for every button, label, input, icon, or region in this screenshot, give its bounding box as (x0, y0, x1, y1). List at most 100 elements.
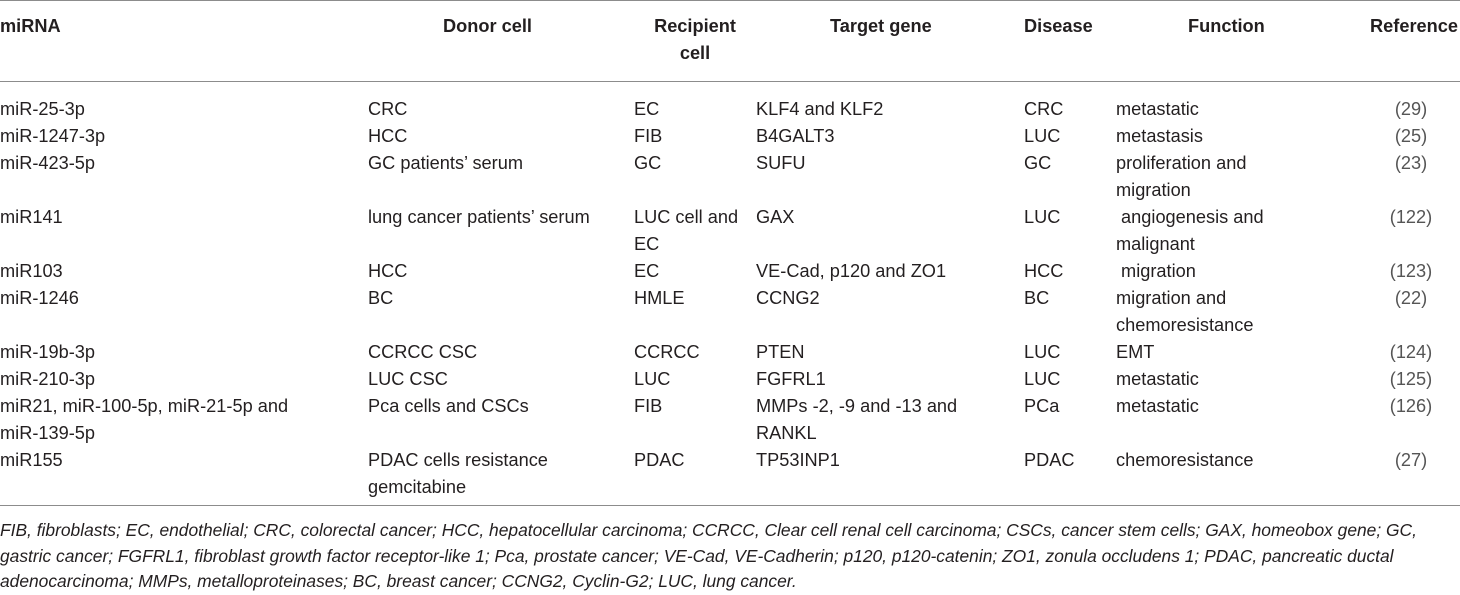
header-recipient-line1: Recipient (654, 16, 736, 36)
cell-function: metastatic (1116, 366, 1334, 393)
cell-recipient-cell-line: LUC cell and (634, 207, 739, 227)
header-recipient-line2: cell (679, 43, 711, 63)
cell-donor-cell-line: LUC CSC (368, 369, 448, 389)
cell-donor-cell: GC patients’ serum (368, 150, 634, 204)
table-footnote: FIB, fibroblasts; EC, endothelial; CRC, … (0, 518, 1460, 595)
cell-target-gene: GAX (756, 204, 1024, 258)
cell-target-gene: FGFRL1 (756, 366, 1024, 393)
cell-recipient-cell-line: FIB (634, 126, 663, 146)
cell-donor-cell-line: BC (368, 288, 394, 308)
cell-function-line: metastasis (1116, 126, 1203, 146)
cell-mirna-line: miR-1247-3p (0, 126, 106, 146)
cell-reference: (27) (1394, 450, 1428, 470)
cell-recipient-cell-line: EC (634, 234, 660, 254)
cell-disease: LUC (1024, 126, 1061, 146)
cell-recipient-cell-line: EC (634, 261, 660, 281)
cell-function-line: metastatic (1116, 396, 1199, 416)
cell-disease: LUC (1024, 342, 1061, 362)
cell-recipient-cell-line: FIB (634, 396, 663, 416)
cell-target-gene-line: FGFRL1 (756, 369, 826, 389)
cell-disease: LUC (1024, 207, 1061, 227)
cell-donor-cell-line: CRC (368, 99, 408, 119)
cell-disease: CRC (1024, 99, 1064, 119)
cell-target-gene-line: CCNG2 (756, 288, 820, 308)
cell-target-gene-line: SUFU (756, 153, 806, 173)
cell-target-gene: B4GALT3 (756, 123, 1024, 150)
cell-recipient-cell: HMLE (634, 285, 756, 339)
cell-recipient-cell: LUC (634, 366, 756, 393)
footnote-line: adenocarcinoma; MMPs, metalloproteinases… (0, 571, 797, 591)
cell-reference: (126) (1389, 396, 1433, 416)
cell-function: angiogenesis and malignant (1116, 204, 1334, 258)
cell-donor-cell: Pca cells and CSCs (368, 393, 634, 447)
cell-donor-cell-line: HCC (368, 261, 408, 281)
footnote-line: FIB, fibroblasts; EC, endothelial; CRC, … (0, 520, 1417, 540)
cell-function-line: migration and (1116, 288, 1227, 308)
cell-mirna-line: miR-210-3p (0, 369, 96, 389)
cell-mirna-line: miR-423-5p (0, 153, 96, 173)
cell-donor-cell: lung cancer patients’ serum (368, 204, 634, 258)
cell-target-gene-line: MMPs -2, -9 and -13 and (756, 396, 958, 416)
cell-target-gene: TP53INP1 (756, 447, 1024, 506)
cell-function: EMT (1116, 339, 1334, 366)
cell-target-gene: SUFU (756, 150, 1024, 204)
cell-function: metastatic (1116, 393, 1334, 447)
cell-function-line: proliferation and (1116, 153, 1247, 173)
cell-donor-cell-line: PDAC cells resistance (368, 450, 548, 470)
cell-disease: PDAC (1024, 450, 1075, 470)
cell-function: proliferation and migration (1116, 150, 1334, 204)
cell-function: metastatic (1116, 82, 1334, 124)
header-function: Function (1188, 16, 1265, 36)
cell-target-gene-line: RANKL (756, 423, 817, 443)
cell-donor-cell-line: HCC (368, 126, 408, 146)
cell-donor-cell-line: GC patients’ serum (368, 153, 523, 173)
cell-function-line: migration (1116, 261, 1196, 281)
cell-disease: HCC (1024, 261, 1064, 281)
cell-mirna-line: miR141 (0, 207, 63, 227)
cell-reference: (23) (1394, 153, 1428, 173)
cell-donor-cell: HCC (368, 258, 634, 285)
cell-mirna: miR155 (0, 447, 368, 506)
header-disease: Disease (1024, 16, 1093, 36)
cell-disease: BC (1024, 288, 1050, 308)
header-target-gene: Target gene (830, 16, 932, 36)
cell-function: migration (1116, 258, 1334, 285)
cell-function-line: metastatic (1116, 99, 1199, 119)
cell-disease: PCa (1024, 396, 1060, 416)
cell-mirna-line: miR-19b-3p (0, 342, 96, 362)
cell-donor-cell: LUC CSC (368, 366, 634, 393)
cell-mirna: miR-19b-3p (0, 339, 368, 366)
cell-recipient-cell-line: HMLE (634, 288, 685, 308)
cell-recipient-cell: CCRCC (634, 339, 756, 366)
cell-function-line: malignant (1116, 234, 1195, 254)
cell-reference: (25) (1394, 126, 1428, 146)
cell-function-line: angiogenesis and (1116, 207, 1264, 227)
cell-reference: (123) (1389, 261, 1433, 281)
cell-recipient-cell: PDAC (634, 447, 756, 506)
cell-mirna: miR103 (0, 258, 368, 285)
cell-donor-cell: BC (368, 285, 634, 339)
cell-recipient-cell: GC (634, 150, 756, 204)
footnote-line: gastric cancer; FGFRL1, fibroblast growt… (0, 545, 1394, 566)
cell-recipient-cell-line: CCRCC (634, 342, 700, 362)
cell-recipient-cell: EC (634, 258, 756, 285)
cell-target-gene-line: PTEN (756, 342, 805, 362)
cell-reference: (124) (1389, 342, 1433, 362)
cell-donor-cell: CCRCC CSC (368, 339, 634, 366)
cell-recipient-cell: FIB (634, 123, 756, 150)
cell-function-line: migration (1116, 180, 1191, 200)
